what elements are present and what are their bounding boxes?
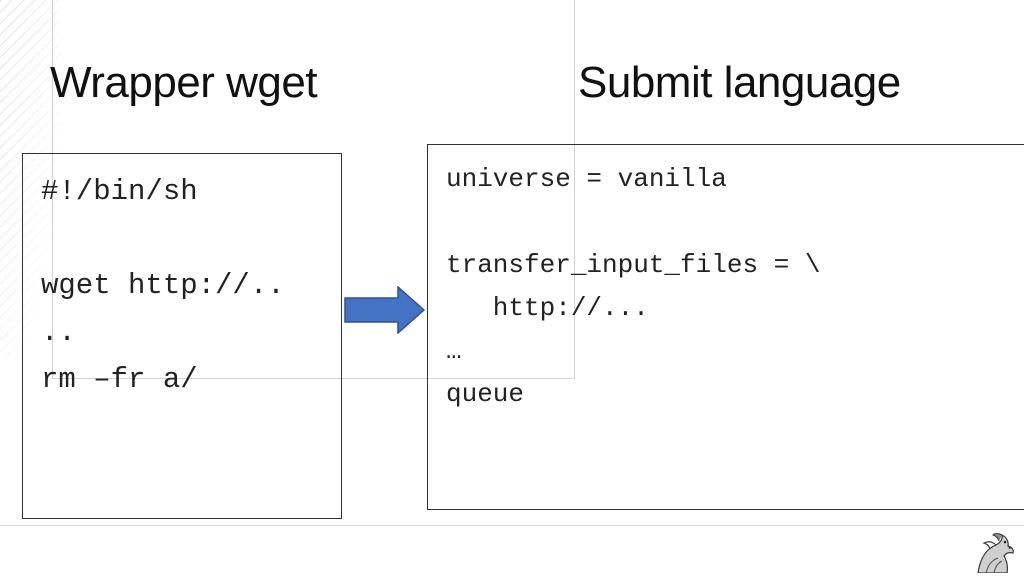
code-line: ..	[41, 316, 76, 349]
code-line: rm –fr a/	[41, 363, 198, 396]
right-arrow-icon	[344, 286, 426, 334]
code-line: wget http://..	[41, 269, 285, 302]
footer-divider	[0, 525, 1024, 526]
code-line: …	[446, 336, 462, 366]
title-wrapper-wget: Wrapper wget	[50, 58, 318, 107]
submit-file-box: universe = vanilla transfer_input_files …	[427, 144, 1024, 510]
code-line: queue	[446, 379, 525, 409]
decorative-stripes	[0, 0, 60, 360]
code-line: transfer_input_files = \	[446, 250, 821, 280]
code-line: universe = vanilla	[446, 164, 727, 194]
code-line	[446, 201, 1024, 244]
title-submit-language: Submit language	[578, 58, 901, 107]
code-line: http://...	[446, 293, 649, 323]
wrapper-script-box: #!/bin/sh wget http://.. .. rm –fr a/	[22, 153, 342, 519]
code-line: #!/bin/sh	[41, 175, 198, 208]
code-line	[41, 215, 341, 262]
eagle-logo	[977, 533, 1014, 573]
background-frame	[52, 0, 575, 379]
